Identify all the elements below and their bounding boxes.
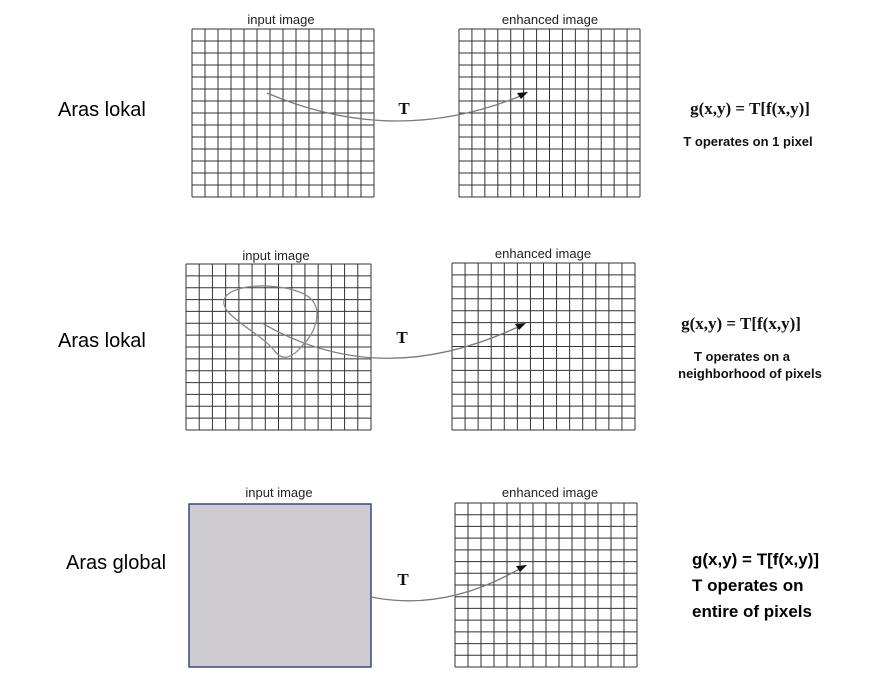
row-1-description-line-1: T operates on 1 pixel — [683, 134, 812, 149]
row-3-description-line-2: entire of pixels — [692, 602, 812, 621]
row-1-output-grid — [458, 28, 641, 198]
row-3-input-image-filled — [188, 503, 372, 668]
row-3-description-line-1: T operates on — [692, 576, 803, 595]
row-2-output-label: enhanced image — [495, 246, 591, 261]
row-local-neighborhood: Aras lokal input image enhanced image T … — [58, 246, 822, 431]
row-3-output-label: enhanced image — [502, 485, 598, 500]
row-3-transform-arrow — [370, 567, 522, 602]
row-3-arrowhead — [516, 565, 527, 572]
row-local-pixel: Aras lokal input image enhanced image T … — [58, 12, 813, 198]
row-3-output-grid — [454, 502, 638, 668]
row-2-operator: T — [396, 328, 408, 347]
row-2-neighborhood-outline — [223, 285, 318, 358]
row-1-input-label: input image — [247, 12, 314, 27]
row-1-side-label: Aras lokal — [58, 99, 146, 121]
row-3-operator: T — [397, 570, 409, 589]
row-3-input-label: input image — [245, 485, 312, 500]
row-2-formula: g(x,y) = T[f(x,y)] — [681, 314, 801, 333]
row-2-side-label: Aras lokal — [58, 330, 146, 352]
row-3-side-label: Aras global — [66, 552, 166, 574]
row-global: Aras global input image enhanced image T… — [66, 485, 819, 668]
row-3-formula: g(x,y) = T[f(x,y)] — [692, 550, 819, 569]
row-1-transform-arrow — [266, 92, 524, 122]
row-2-transform-arrow — [261, 322, 521, 359]
row-2-input-label: input image — [242, 248, 309, 263]
row-1-output-label: enhanced image — [502, 12, 598, 27]
row-2-description-line-2: neighborhood of pixels — [678, 366, 822, 381]
row-2-arrowhead — [515, 323, 526, 330]
row-2-description-line-1: T operates on a — [694, 349, 791, 364]
row-1-input-grid — [191, 28, 375, 198]
row-2-output-grid — [451, 262, 636, 431]
row-1-operator: T — [398, 99, 410, 118]
row-2-input-grid — [185, 263, 372, 431]
row-1-arrowhead — [517, 92, 528, 99]
row-1-formula: g(x,y) = T[f(x,y)] — [690, 99, 810, 118]
